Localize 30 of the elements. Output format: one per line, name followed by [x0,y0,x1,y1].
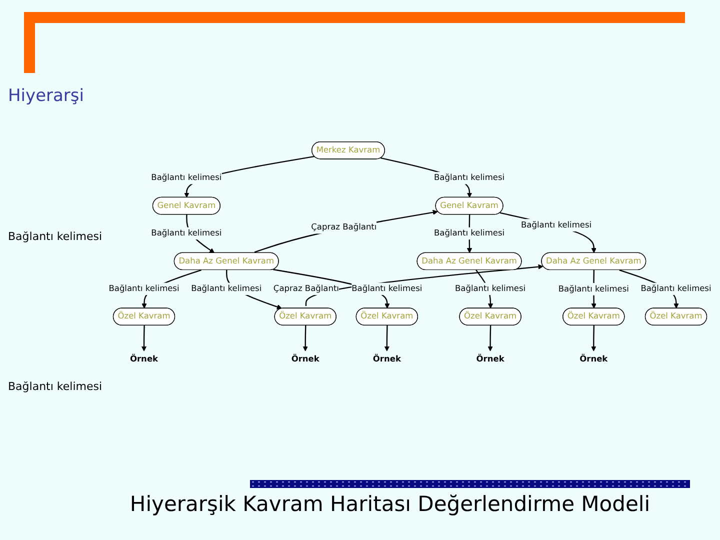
node-text: Örnek [372,354,401,364]
edge-label: Bağlantı kelimesi [151,173,222,182]
arrow [500,212,596,254]
node-text: Örnek [580,354,608,364]
node-text: Örnek [130,354,158,364]
link-word-label: Bağlantı kelimesi [8,380,102,393]
edge-label: Bağlantı kelimesi [434,228,505,238]
arrow [488,325,493,352]
edge-label: Bağlantı kelimesi [454,284,526,294]
edge-label: Bağlantı kelimesi [521,220,592,230]
edge-label: Bağlantı kelimesi [640,284,712,294]
edge-label: Bağlantı kelimesi [434,173,505,182]
edge-label: Bağlantı kelimesi [191,284,262,294]
edge-label: Bağlantı kelimesi [108,284,180,294]
edge-label: Bağlantı kelimesi [151,228,222,238]
edge-label: Bağlantı kelimesi [352,284,422,294]
edge-label: Çapraz Bağlantı [273,284,339,294]
arrow [273,268,390,309]
arrow [141,325,147,352]
node-text: Örnek [476,354,504,364]
edge-label: Çapraz Bağlantı [311,222,377,232]
node-text: Örnek [291,354,320,364]
arrow [254,210,438,253]
arrow [384,325,390,352]
link-word-label: Bağlantı kelimesi [8,230,102,243]
side-heading: Hiyerarşi [8,86,84,106]
arrow [591,325,596,352]
arrow [302,325,308,352]
edge-label: Bağlantı kelimesi [558,284,629,294]
diagram-title: Hiyerarşik Kavram Haritası Değerlendirme Modeli [130,492,650,516]
